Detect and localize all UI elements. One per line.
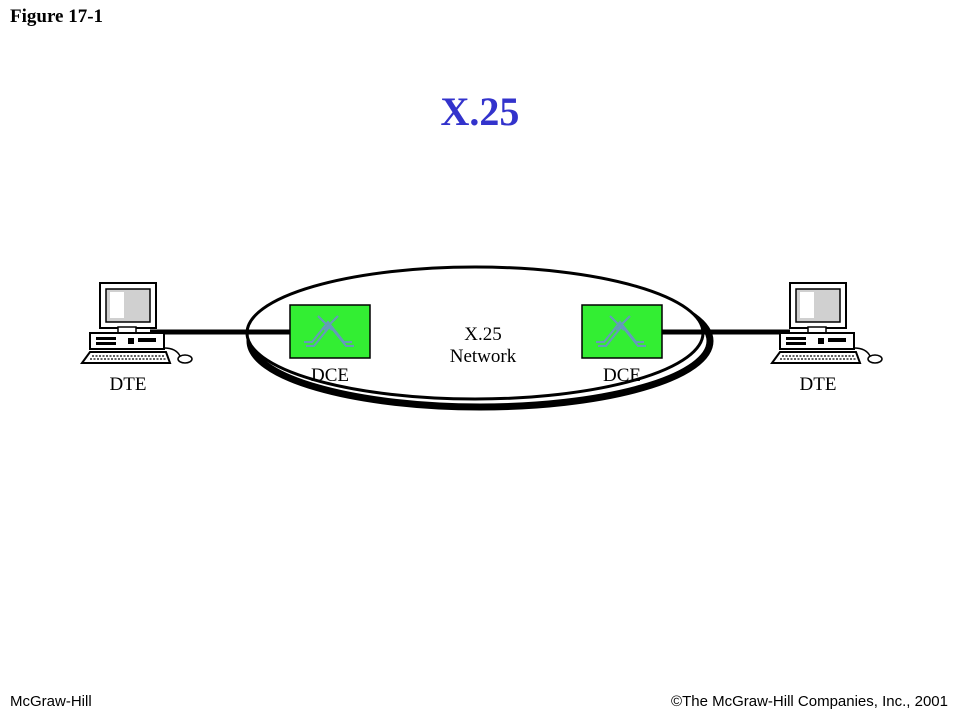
figure-label: Figure 17-1 [10, 6, 104, 27]
slide-title: X.25 [440, 89, 520, 134]
left-dte-label: DTE [110, 374, 147, 395]
copyright-footer: ©The McGraw-Hill Companies, Inc., 2001 [671, 693, 948, 710]
left-dce-switch [289, 304, 371, 359]
switch-icon [304, 315, 354, 347]
network-cloud [245, 265, 714, 411]
network-label-line1: X.25 [464, 324, 501, 345]
right-dce-label: DCE [603, 365, 641, 386]
left-dce-label: DCE [311, 365, 349, 386]
right-dce-switch [581, 304, 663, 359]
switch-icon [596, 315, 646, 347]
publisher-footer: McGraw-Hill [10, 693, 92, 710]
network-label-line2: Network [450, 346, 517, 367]
right-dte-label: DTE [800, 374, 837, 395]
right-dte-terminal [770, 282, 883, 364]
left-dte-terminal [80, 282, 193, 364]
computer-terminal-icon [80, 282, 193, 364]
computer-terminal-icon [770, 282, 883, 364]
